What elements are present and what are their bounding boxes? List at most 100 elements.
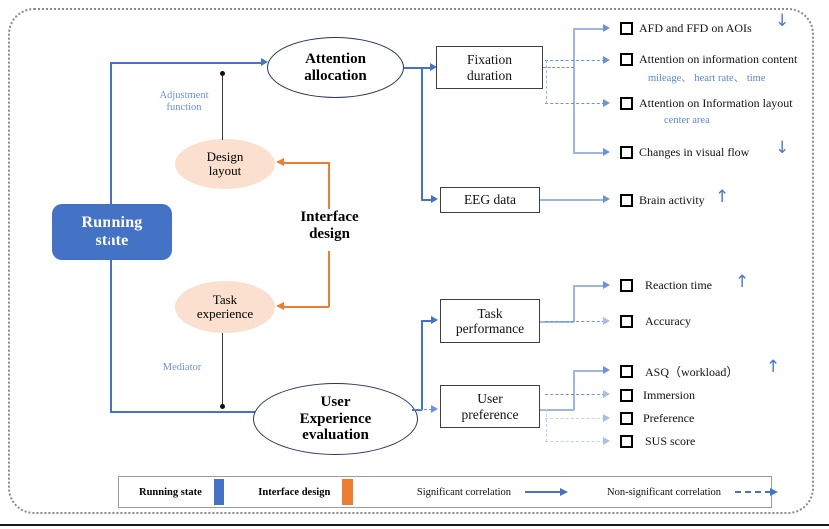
edge-running-to-ux — [110, 411, 262, 413]
mediator-text: Mediator — [162, 362, 202, 373]
edge-interface-to-task-horizontal — [284, 306, 329, 308]
arrowhead-outcome-reaction-time — [603, 281, 610, 289]
node-design-layout-label: Design layout — [206, 148, 244, 178]
arrowhead-task-experience — [276, 302, 284, 310]
preference-fan-dashed-spine — [546, 409, 547, 442]
preference-branch-1 — [573, 370, 605, 372]
arrowhead-fixation — [430, 63, 437, 71]
bottom-rule — [0, 524, 829, 526]
legend: Running state Interface design Significa… — [118, 476, 778, 508]
edge-ux-branch-vertical — [421, 320, 423, 410]
box-user-preference[interactable]: User preference — [440, 385, 540, 428]
arrowhead-attention — [261, 58, 268, 66]
arrowhead-user-preference — [431, 405, 438, 413]
arrowhead-outcome-asq — [603, 366, 610, 374]
checkbox-icon — [620, 365, 633, 378]
checkbox-icon — [620, 435, 633, 448]
arrowhead-outcome-afd — [603, 24, 610, 32]
fixation-branch-2 — [545, 60, 605, 61]
outcome-immersion: Immersion — [620, 388, 695, 403]
box-fixation-duration[interactable]: Fixation duration — [436, 46, 543, 89]
outcome-changes-visual-flow: Changes in visual flow — [620, 145, 749, 160]
outcome-label: Preference — [643, 411, 695, 425]
arrowhead-outcome-immersion — [603, 390, 610, 398]
arrowhead-outcome-info-layout — [603, 99, 610, 107]
legend-label-non-significant: Non-significant correlation — [607, 486, 722, 498]
outcome-sub-text: center area — [664, 115, 710, 126]
arrowhead-eeg — [431, 195, 438, 203]
edge-branch-to-task-performance — [421, 320, 435, 322]
trend-up-icon-reaction-time: ↑ — [735, 272, 750, 292]
box-eeg-data-label: EEG data — [463, 192, 517, 208]
outcome-asq-workload: ASQ（workload） — [620, 363, 738, 380]
checkbox-icon — [620, 389, 633, 402]
adjustment-function-text: Adjustment function — [159, 90, 209, 114]
fixation-branch-3 — [545, 103, 605, 104]
outcome-accuracy: Accuracy — [620, 314, 691, 329]
legend-label-running-state: Running state — [139, 486, 202, 498]
outcome-label: SUS score — [645, 434, 696, 448]
edge-attention-to-fixation — [404, 67, 434, 69]
arrowhead-outcome-info-content — [603, 56, 610, 64]
edge-design-layout-to-trunk — [222, 74, 224, 140]
node-task-experience-label: Task experience — [196, 291, 254, 321]
box-user-preference-label: User preference — [461, 391, 519, 422]
outer-dashed-frame — [8, 8, 814, 514]
box-task-performance[interactable]: Task performance — [440, 299, 540, 343]
node-attention-allocation-label: Attention allocation — [304, 51, 367, 84]
task-branch-2 — [545, 321, 605, 322]
box-fixation-duration-label: Fixation duration — [466, 52, 512, 83]
edge-running-to-attention — [110, 62, 262, 64]
trend-up-icon-asq: ↑ — [766, 357, 781, 377]
legend-arrow-solid-icon — [525, 487, 568, 496]
arrowhead-task-performance — [431, 316, 438, 324]
outcome-attention-information-content: Attention on information content — [620, 52, 797, 67]
edge-interface-to-design-horizontal — [284, 162, 329, 164]
outcome-label: Changes in visual flow — [639, 145, 750, 159]
checkbox-icon — [620, 194, 633, 207]
arrowhead-outcome-preference — [603, 414, 610, 422]
node-interface-design[interactable]: Interface design — [272, 209, 387, 243]
node-design-layout[interactable]: Design layout — [175, 139, 275, 189]
outcome-reaction-time: Reaction time — [620, 278, 712, 293]
arrowhead-outcome-visual-flow — [603, 148, 610, 156]
node-running-state[interactable]: Running state — [52, 204, 172, 260]
joint-mediator — [220, 404, 225, 409]
node-attention-allocation[interactable]: Attention allocation — [267, 37, 404, 98]
edge-interface-to-design-vertical — [328, 162, 330, 209]
fixation-fan-dashed-spine — [546, 60, 547, 104]
outcome-label: Immersion — [643, 388, 695, 402]
preference-fan-spine — [573, 370, 575, 410]
outcome-label: Reaction time — [645, 278, 712, 292]
outcome-label: ASQ（workload） — [645, 365, 739, 379]
arrowhead-design-layout — [276, 158, 284, 166]
outcome-sub-information-content: mileage、 heart rate、 time — [648, 70, 766, 85]
checkbox-icon — [620, 279, 633, 292]
checkbox-icon — [620, 97, 633, 110]
arrowhead-outcome-accuracy — [603, 317, 610, 325]
edge-label-mediator: Mediator — [150, 362, 214, 374]
joint-adjustment — [220, 71, 225, 76]
outcome-sub-text: mileage、 heart rate、 time — [648, 73, 766, 84]
legend-label-interface-design: Interface design — [258, 486, 331, 498]
legend-arrow-dashed-icon — [735, 488, 778, 496]
box-eeg-data[interactable]: EEG data — [440, 187, 540, 213]
outcome-label: AFD and FFD on AOIs — [639, 21, 752, 35]
task-branch-1 — [573, 285, 605, 287]
outcome-sus-score: SUS score — [620, 434, 695, 449]
outcome-afd-ffd: AFD and FFD on AOIs — [620, 21, 752, 36]
node-task-experience[interactable]: Task experience — [175, 281, 275, 333]
legend-label-significant: Significant correlation — [416, 486, 512, 498]
edge-branch-to-user-preference — [414, 409, 432, 410]
node-user-experience-label: User Experience evaluation — [299, 394, 372, 444]
arrowhead-outcome-sus — [603, 437, 610, 445]
edge-task-experience-to-trunk — [222, 333, 224, 405]
fixation-fan-stem — [543, 67, 574, 68]
arrowhead-outcome-brain-activity — [603, 195, 610, 203]
node-user-experience[interactable]: User Experience evaluation — [253, 383, 418, 455]
checkbox-icon — [620, 146, 633, 159]
checkbox-icon — [620, 53, 633, 66]
trend-down-icon-visual-flow: ↓ — [775, 138, 790, 158]
outcome-label: Brain activity — [639, 193, 705, 207]
